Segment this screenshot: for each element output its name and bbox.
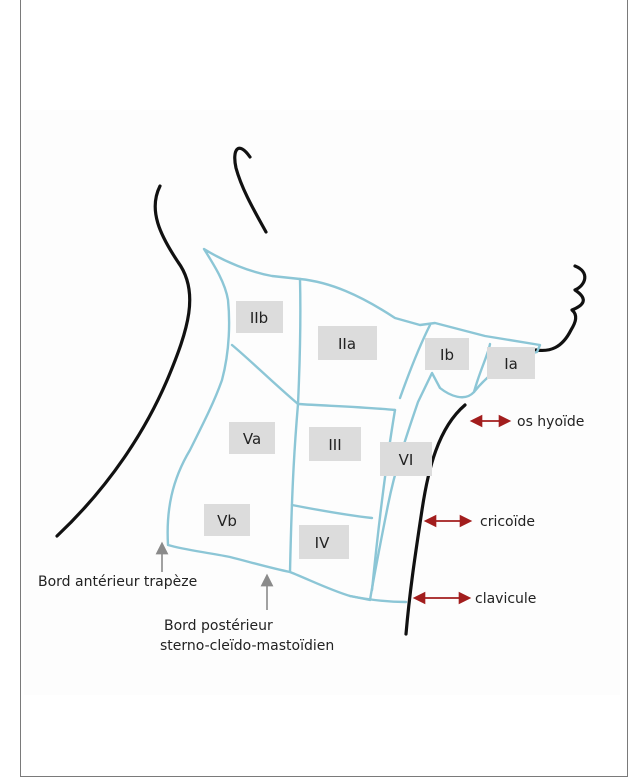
boundary-III-Vb (290, 404, 298, 572)
level-label-text: Vb (217, 512, 237, 530)
level-label-text: VI (399, 451, 414, 469)
boundary-VI-clavicle (350, 596, 406, 602)
boundary-IV-VI (372, 410, 395, 590)
clavicle-label: clavicule (475, 591, 536, 607)
level-label-text: III (328, 436, 341, 454)
scm-border-label-line1: Bord postérieur (164, 618, 273, 634)
level-boundaries (168, 249, 540, 602)
scm-border-label-line2: sterno-cleïdo-mastoïdien (160, 638, 334, 654)
level-label-IIb: IIb (236, 301, 283, 333)
level-label-text: IIb (250, 309, 268, 327)
hyoid-label: os hyoïde (517, 414, 584, 430)
throat-outline (406, 405, 465, 634)
face-outline (536, 266, 585, 350)
level-label-IIa: IIa (318, 326, 377, 360)
level-label-Ia: Ia (487, 347, 535, 379)
level-label-III: III (309, 427, 361, 461)
level-label-Va: Va (229, 422, 275, 454)
level-label-text: Ia (504, 355, 518, 373)
level-label-text: Va (243, 430, 261, 448)
boundary-II-III (298, 404, 395, 410)
boundary-II-V (232, 345, 298, 404)
level-label-Ib: Ib (425, 338, 469, 370)
ear-outline (235, 148, 266, 232)
boundary-III-IV (292, 505, 372, 518)
cricoid-label: cricoïde (480, 514, 535, 530)
nape-outline (57, 186, 190, 536)
level-label-Vb: Vb (204, 504, 250, 536)
level-label-text: IIa (338, 335, 356, 353)
level-label-text: Ib (440, 346, 454, 364)
trapeze-border-label: Bord antérieur trapèze (38, 574, 197, 590)
neck-region-boundary (168, 249, 540, 600)
level-label-text: IV (315, 534, 330, 552)
boundary-IIb-IIa (298, 279, 300, 404)
level-label-IV: IV (299, 525, 349, 559)
level-label-VI: VI (380, 442, 432, 476)
